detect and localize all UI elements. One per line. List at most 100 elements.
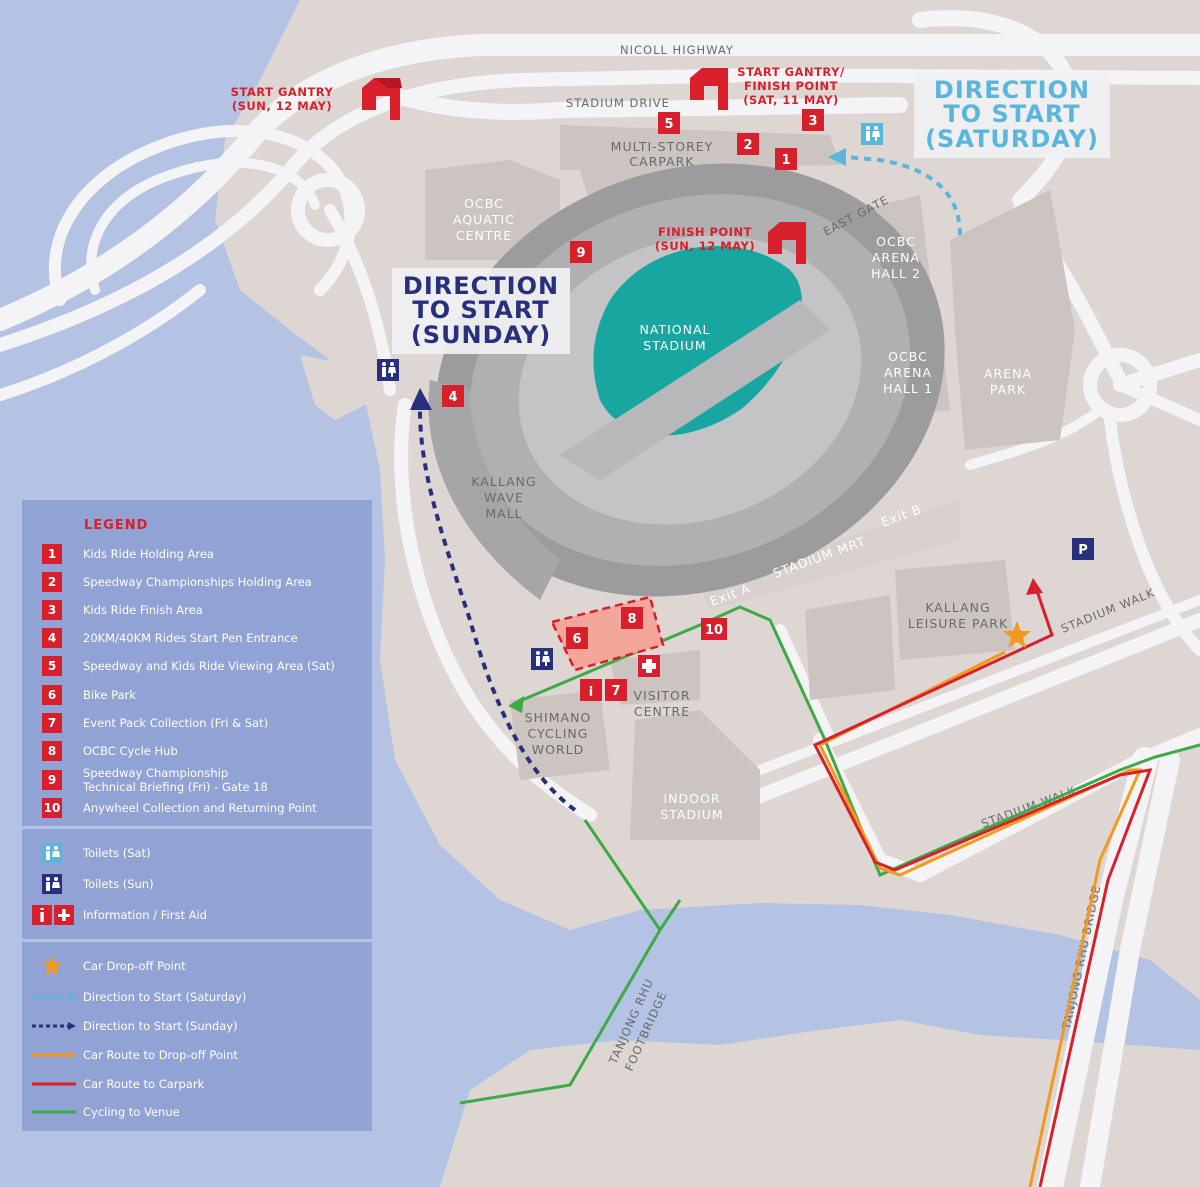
toilet-icon-sun-north (377, 359, 399, 381)
direction-saturday-line-2: TO START (943, 100, 1081, 129)
building-label-shimano-1: SHIMANO (525, 710, 592, 725)
legend-label: Information / First Aid (83, 908, 207, 922)
building-label-shimano-3: WORLD (532, 742, 584, 757)
building-label-hall1-1: OCBC (888, 349, 928, 364)
legend-label: Car Route to Carpark (83, 1077, 205, 1091)
direction-to-start-saturday: DIRECTION TO START (SATURDAY) (914, 72, 1110, 158)
map-markers: 1 2 3 4 5 6 7 8 9 10 i (442, 109, 824, 701)
building-label-visitor-1: VISITOR (633, 688, 690, 703)
parking-icon: P (1072, 538, 1094, 560)
legend-route-item: Car Route to Drop-off Point (22, 1043, 372, 1067)
svg-text:3: 3 (808, 114, 817, 129)
toilet-icon-sat (861, 123, 883, 145)
building-label-indoor-1: INDOOR (663, 791, 720, 806)
legend-label: Speedway and Kids Ride Viewing Area (Sat… (83, 659, 335, 673)
label-start-gantry-sun-2: (SUN, 12 MAY) (232, 99, 332, 113)
land-south (440, 1020, 1200, 1187)
legend-facility-item: Information / First Aid (22, 903, 372, 927)
info-first-aid-icon (32, 905, 74, 925)
marker-2: 2 (737, 133, 759, 155)
building-label-indoor-2: STADIUM (660, 807, 723, 822)
national-stadium-complex (428, 151, 945, 600)
building-label-aquatic-3: CENTRE (456, 228, 512, 243)
gantry-icon-sat-start (690, 68, 728, 110)
building-label-leisure-1: KALLANG (925, 600, 990, 615)
marker-3: 3 (802, 109, 824, 131)
legend-label-line-1: Speedway Championship (83, 766, 229, 780)
legend-route-item: Direction to Start (Sunday) (22, 1014, 372, 1038)
svg-text:9: 9 (576, 246, 585, 261)
label-start-gantry-sun-1: START GANTRY (231, 85, 334, 99)
building-label-carpark-2: CARPARK (629, 154, 694, 169)
marker-7: 7 (605, 679, 627, 701)
legend-badge: 4 (42, 628, 62, 648)
svg-text:i: i (589, 685, 593, 700)
building-label-wave-mall-2: WAVE (484, 490, 524, 505)
building-label-hall1-3: HALL 1 (883, 381, 933, 396)
route-car-carpark-arrowhead (1026, 578, 1043, 595)
building-label-stadium-2: STADIUM (643, 338, 706, 353)
green-line-icon (32, 1110, 76, 1114)
legend-label: 20KM/40KM Rides Start Pen Entrance (83, 631, 298, 645)
legend-label: Toilets (Sun) (83, 877, 154, 891)
plot-a (805, 595, 895, 700)
orange-line-icon (32, 1053, 76, 1057)
label-finish-point-sun-2: (SUN, 12 MAY) (655, 239, 755, 253)
legend-label: Kids Ride Finish Area (83, 603, 203, 617)
legend-label: Anywheel Collection and Returning Point (83, 801, 317, 815)
legend-label-line-2: Technical Briefing (Fri) - Gate 18 (83, 780, 268, 794)
shimano-building (510, 690, 610, 780)
legend-badge: 2 (42, 572, 62, 592)
legend-badge: 3 (42, 600, 62, 620)
building-label-visitor-2: CENTRE (634, 704, 690, 719)
legend-badge: 6 (42, 685, 62, 705)
legend-facilities-panel: Toilets (Sat) Toilets (Sun) Information … (22, 829, 372, 939)
svg-text:2: 2 (743, 138, 752, 153)
svg-text:1: 1 (781, 153, 790, 168)
star-icon (42, 956, 62, 976)
legend-title: LEGEND (84, 518, 149, 533)
legend-badge: 9 (42, 770, 62, 790)
svg-text:P: P (1078, 543, 1088, 558)
dashed-arrow-sunday-icon (32, 1022, 76, 1030)
first-aid-icon (638, 655, 660, 677)
label-finish-point-sun-1: FINISH POINT (658, 225, 752, 239)
retractable-roof-bar (560, 300, 830, 480)
mrt-strip (700, 500, 960, 610)
legend-item: 4 20KM/40KM Rides Start Pen Entrance (22, 626, 372, 650)
building-label-carpark-1: MULTI-STOREY (611, 139, 714, 154)
roundabout-west (291, 173, 365, 247)
route-saturday-direction (844, 155, 962, 236)
road-label-stadium-drive: STADIUM DRIVE (566, 96, 670, 110)
route-sunday-arrowhead (410, 388, 432, 410)
building-label-arena-park-2: PARK (990, 382, 1026, 397)
legend-route-item: Car Route to Carpark (22, 1072, 372, 1096)
building-label-hall2-2: ARENA (872, 250, 920, 265)
legend-label: Event Pack Collection (Fri & Sat) (83, 716, 269, 730)
direction-sunday-line-3: (SUNDAY) (410, 320, 552, 349)
building-label-leisure-2: LEISURE PARK (908, 616, 1008, 631)
marker-9: 9 (570, 241, 592, 263)
building-label-arena-park-1: ARENA (984, 366, 1032, 381)
legend-routes-panel: Car Drop-off Point Direction to Start (S… (22, 942, 372, 1131)
building-label-stadium-1: NATIONAL (640, 322, 711, 337)
marker-info: i (580, 679, 602, 701)
svg-text:4: 4 (448, 390, 457, 405)
legend-label: Cycling to Venue (83, 1105, 180, 1119)
toilet-sun-icon (42, 874, 62, 894)
legend-badge: 8 (42, 741, 62, 761)
indoor-stadium-building (630, 710, 760, 840)
gantry-icon-sun-start (362, 78, 402, 120)
legend-route-item: Direction to Start (Saturday) (22, 985, 372, 1009)
red-line-icon (32, 1082, 76, 1086)
direction-sunday-line-1: DIRECTION (402, 272, 560, 300)
